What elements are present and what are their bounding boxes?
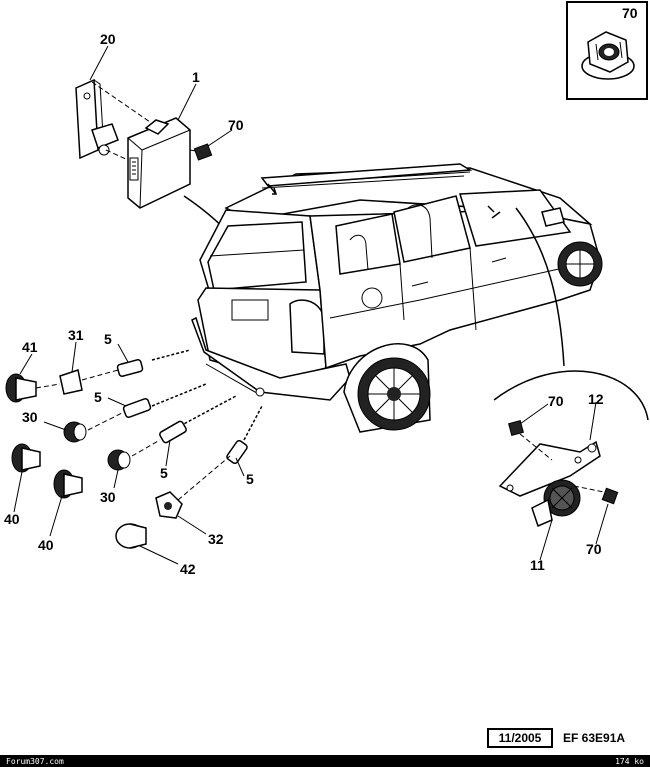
nut-70-right-b [601,487,619,505]
reference-code: EF 63E91A [563,731,625,745]
grommet-31 [59,369,83,395]
callout-41: 41 [22,339,38,355]
retainer-30-b [107,449,131,471]
mounting-bracket-12 [498,440,601,497]
flange-nut-icon [581,31,635,80]
callout-31: 31 [68,327,84,343]
callout-32: 32 [208,531,224,547]
sensor-housing-40-b [53,469,83,499]
vehicle-body [191,163,603,433]
buzzer-11 [531,479,581,528]
callout-20: 20 [100,31,116,47]
inset-nut-box [566,1,648,100]
bracket-20 [75,78,119,160]
reference-date-box: 11/2005 [487,728,553,748]
sensor-5-a [116,359,144,377]
nut-70-right-a [508,420,524,436]
callout-5-b: 5 [94,389,102,405]
footer-site: Forum307.com [6,757,64,766]
sensor-5-c [159,420,187,444]
nut-70-top [193,143,213,161]
cap-42 [115,523,147,549]
sensor-cap-41 [5,373,37,403]
reference-date: 11/2005 [499,731,542,745]
callout-42: 42 [180,561,196,577]
footer-bar: Forum307.com 174 ko [0,755,650,767]
callout-40-b: 40 [38,537,54,553]
callout-70-right-b: 70 [586,541,602,557]
callout-70-top: 70 [228,117,244,133]
callout-70-right-a: 70 [548,393,564,409]
callout-1: 1 [192,69,200,85]
callout-5-a: 5 [104,331,112,347]
callout-11: 11 [530,557,545,573]
callout-40-a: 40 [4,511,20,527]
callout-5-d: 5 [246,471,254,487]
callout-5-c: 5 [160,465,168,481]
clip-32 [155,491,183,519]
sensor-5-d [226,439,248,465]
callout-30-b: 30 [100,489,116,505]
sensor-5-b [122,398,152,418]
retainer-30-a [63,421,87,443]
callout-12: 12 [588,391,604,407]
control-unit-1 [127,117,191,209]
footer-size: 174 ko [615,757,644,766]
callout-70-box: 70 [622,5,638,21]
sensor-housing-40-a [11,443,41,473]
callout-30-a: 30 [22,409,38,425]
